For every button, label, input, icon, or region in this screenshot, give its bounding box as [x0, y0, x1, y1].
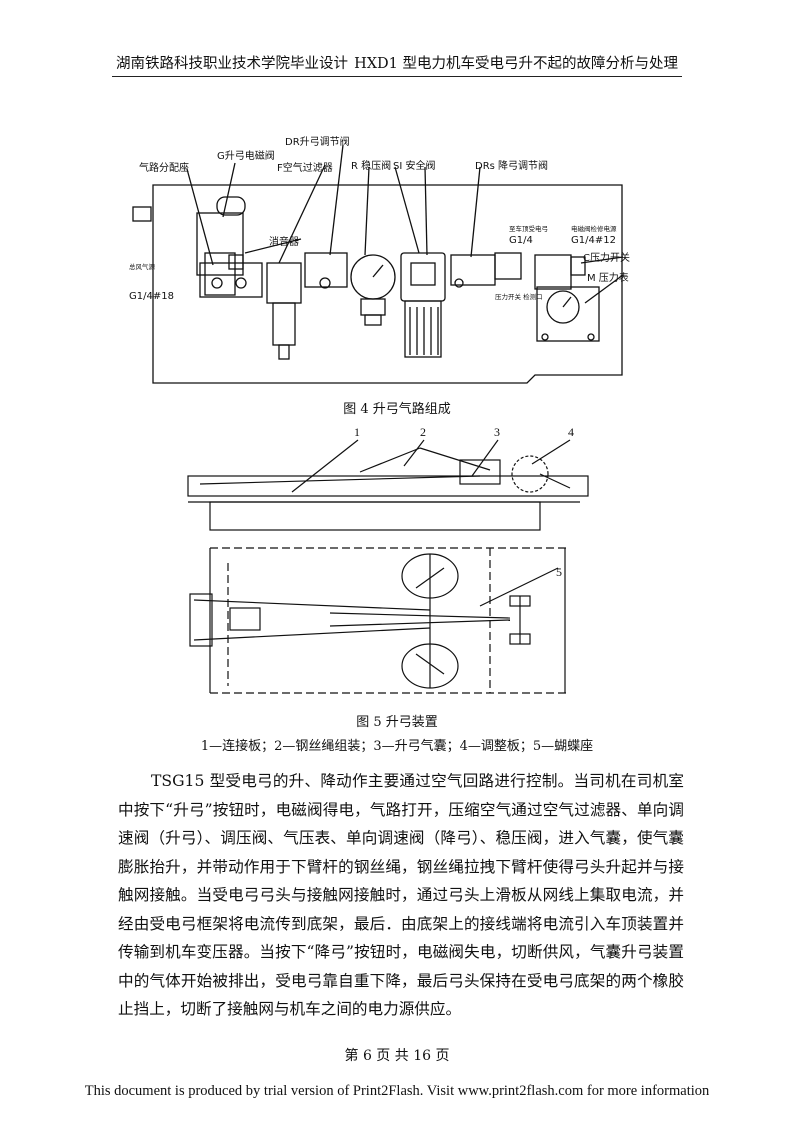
label-muffler: 消音器	[269, 235, 299, 248]
label-g1412: G1/4#12	[571, 235, 616, 246]
label-f-filter: F空气过滤器	[277, 161, 333, 174]
callout-4: 4	[568, 425, 574, 439]
figure-5-pantograph-drawing: 1 2 3 4 5	[187, 425, 589, 694]
label-g14: G1/4	[509, 235, 533, 246]
label-g1412-top: 电磁阀检修电源	[571, 224, 617, 233]
label-inlet: G1/4#18	[129, 291, 174, 302]
callout-2: 2	[420, 425, 426, 439]
label-si-safety-valve: SI 安全阀	[393, 159, 435, 172]
figure-4-caption: 图 4 升弓气路组成	[343, 402, 451, 417]
label-dr-valve: DR升弓调节阀	[285, 135, 350, 148]
paragraph-text: TSG15 型受电弓的升、降动作主要通过空气回路进行控制。当司机在司机室中按下“…	[118, 772, 684, 1018]
label-inlet-top: 总风气源	[129, 262, 156, 271]
label-r-regulator: R 稳压阀	[351, 159, 391, 172]
figure-5-legend: 1—连接板；2—钢丝绳组装；3—升弓气囊；4—调整板；5—蝴蝶座	[200, 739, 594, 754]
page-header: 湖南铁路科技职业技术学院毕业设计 HXD1 型电力机车受电弓升不起的故障分析与处…	[112, 50, 682, 77]
label-g14-top: 至车顶受电弓	[509, 224, 548, 233]
label-pressure-port: 压力开关 检测口	[495, 292, 543, 301]
label-drs-valve: DRs 降弓调节阀	[475, 159, 548, 172]
label-m-pressure-gauge: M 压力表	[587, 271, 629, 284]
label-c-pressure-switch: C压力开关	[583, 251, 630, 264]
header-thesis-title: HXD1 型电力机车受电弓升不起的故障分析与处理	[354, 56, 678, 72]
label-air-distribution: 气路分配座	[139, 161, 189, 174]
callout-1: 1	[354, 425, 360, 439]
callout-5: 5	[556, 565, 562, 579]
figure-4-pneumatic-diagram: DR升弓调节阀 G升弓电磁阀 F空气过滤器 气路分配座 R 稳压阀 SI 安全阀…	[129, 135, 630, 384]
header-school: 湖南铁路科技职业技术学院毕业设计	[116, 56, 348, 72]
trial-notice: This document is produced by trial versi…	[84, 1083, 710, 1099]
body-paragraph: TSG15 型受电弓的升、降动作主要通过空气回路进行控制。当司机在司机室中按下“…	[118, 767, 684, 1024]
callout-3: 3	[494, 425, 500, 439]
label-g-valve: G升弓电磁阀	[217, 149, 275, 162]
figure-5-caption: 图 5 升弓装置	[356, 715, 438, 730]
page-number: 第 6 页 共 16 页	[344, 1048, 450, 1064]
